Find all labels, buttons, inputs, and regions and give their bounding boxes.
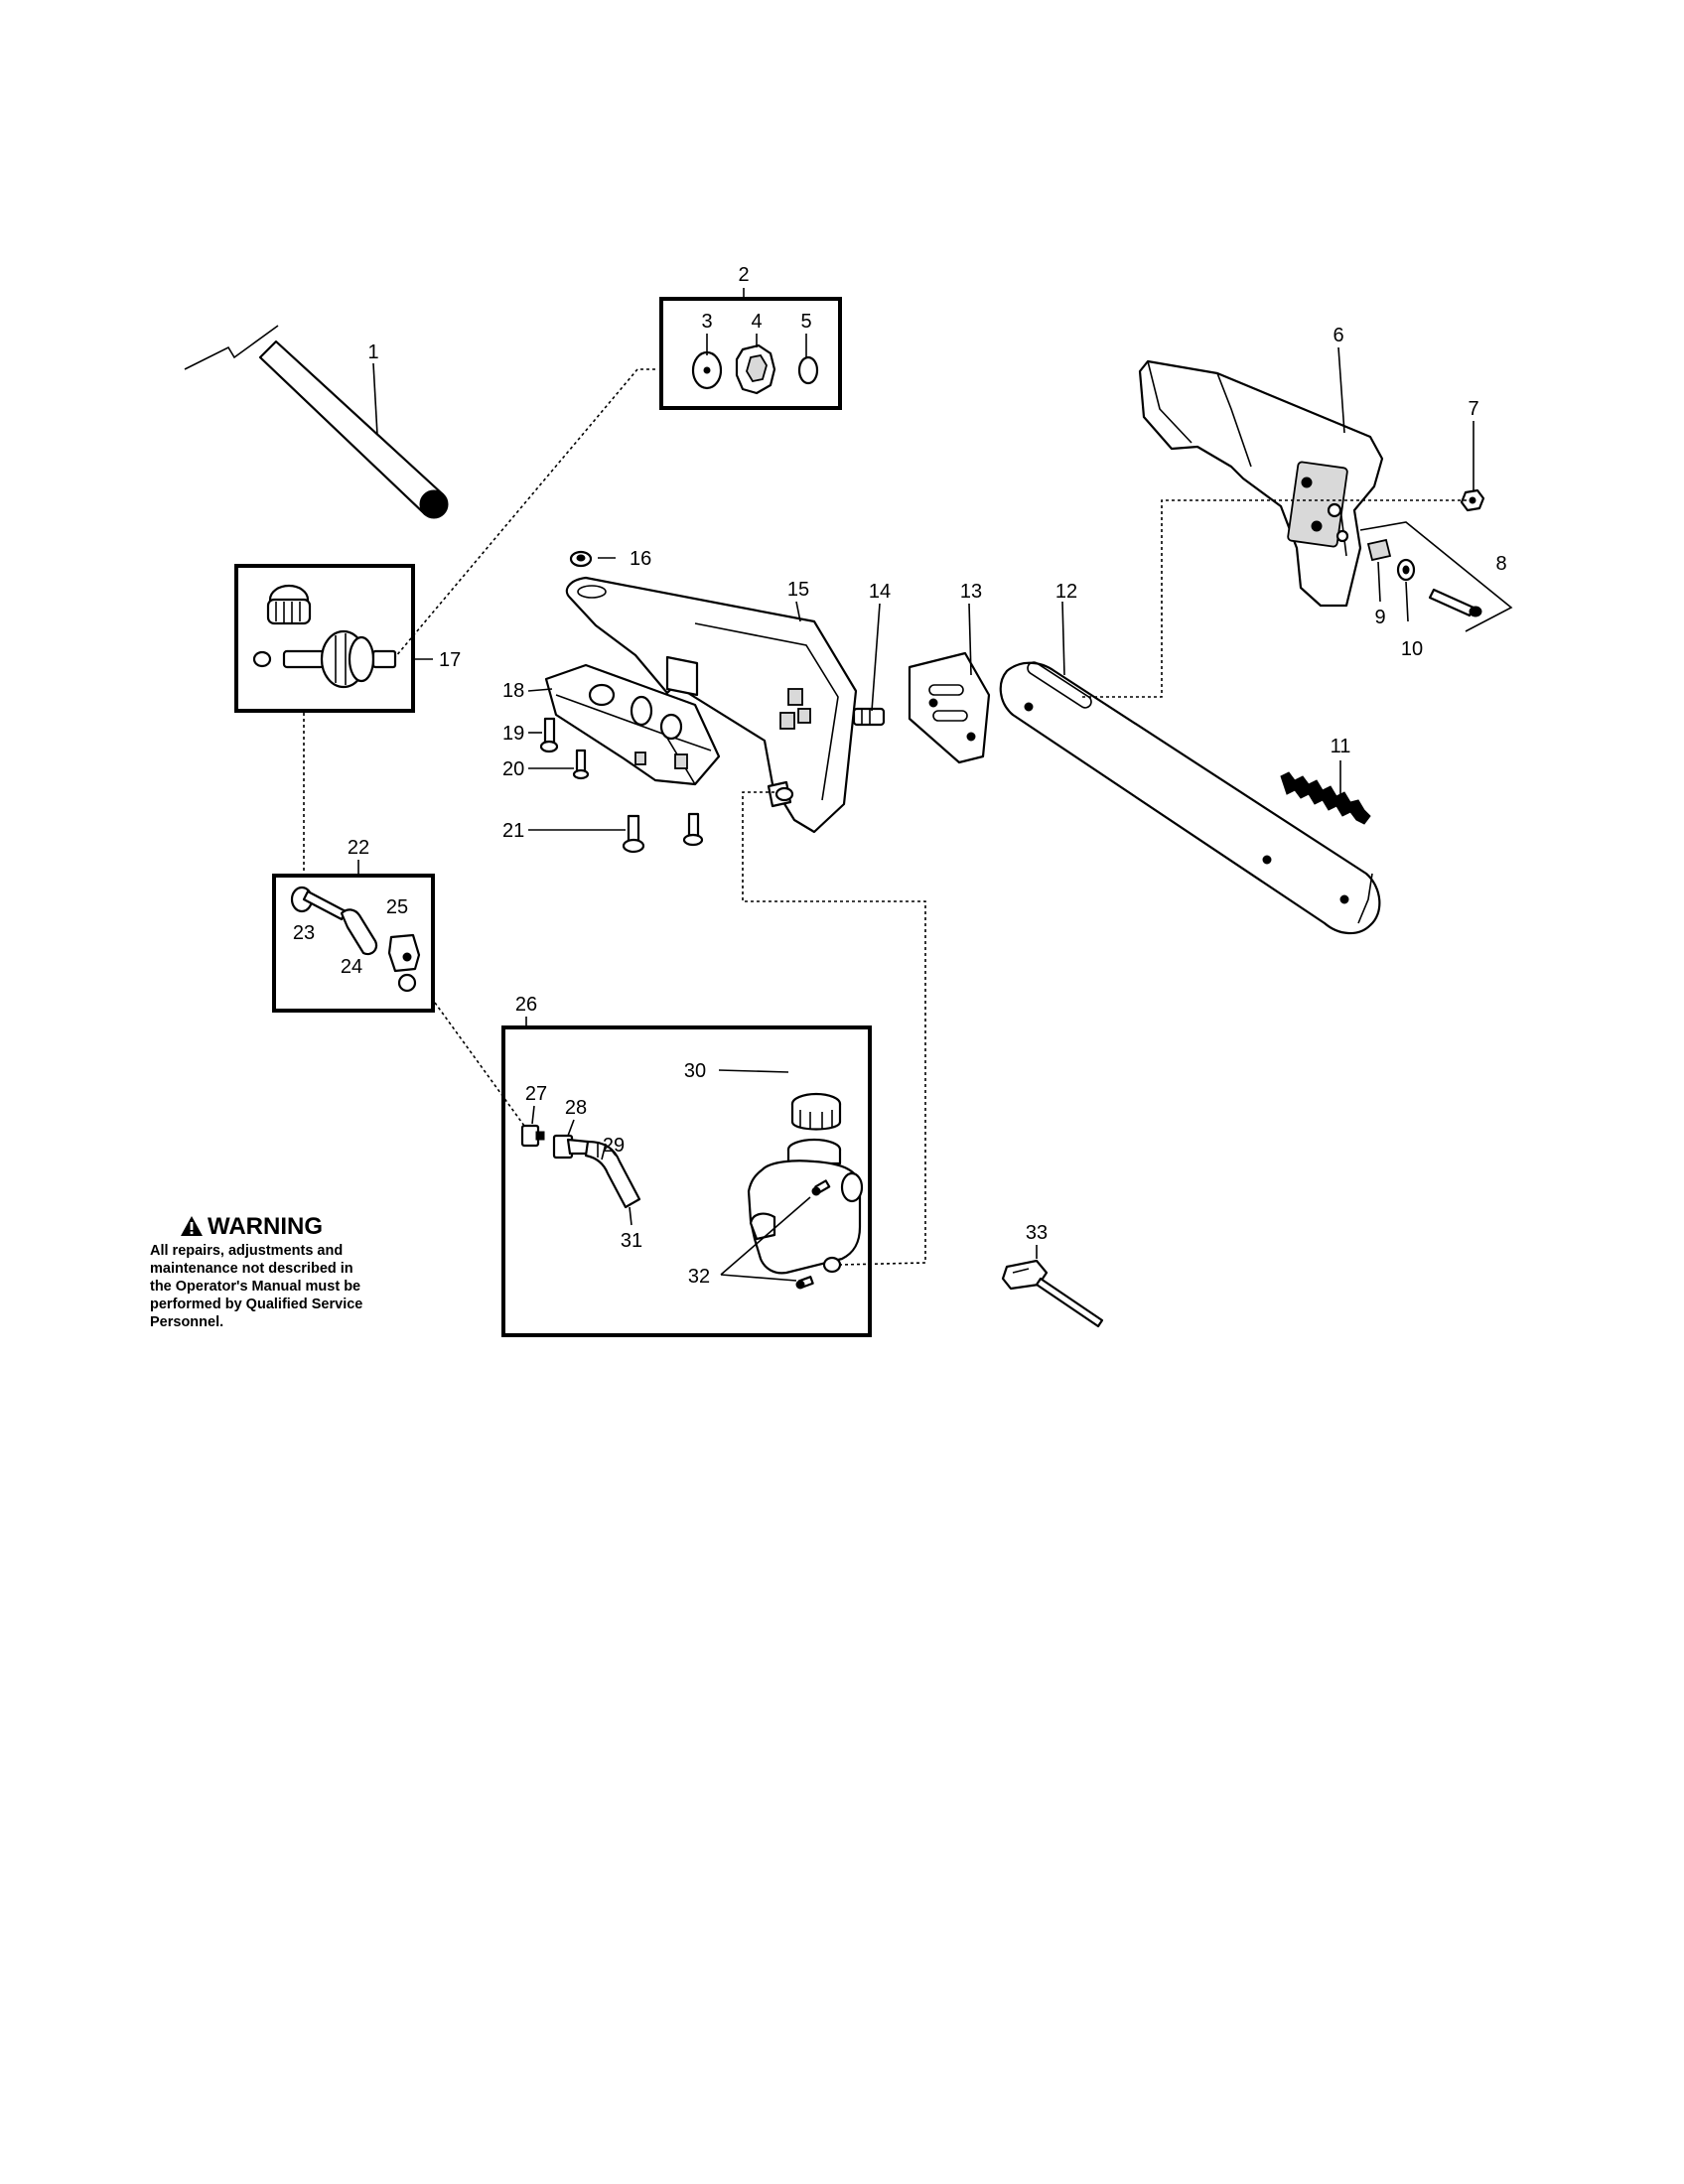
connector-22-26 (434, 1002, 525, 1127)
callout-11: 11 (1331, 736, 1351, 757)
part-housing-18 (544, 663, 721, 786)
callout-33: 33 (1026, 1222, 1048, 1244)
part-washer-10 (1396, 558, 1416, 582)
callout-13: 13 (960, 581, 982, 603)
connector-15-tank (742, 791, 926, 1266)
warning-title-text: WARNING (208, 1213, 323, 1240)
part-clip-5 (797, 355, 819, 385)
connector-12-6 (1082, 499, 1468, 698)
callout-12: 12 (1055, 581, 1077, 603)
callout-26: 26 (515, 994, 537, 1016)
callout-2: 2 (738, 264, 749, 286)
part-wrench-33 (1001, 1259, 1104, 1328)
part-sleeve-24 (340, 908, 378, 956)
callout-3: 3 (701, 311, 712, 333)
warning-body-text: All repairs, adjustments and maintenance… (150, 1243, 363, 1330)
part-guide-bar-12 (999, 661, 1381, 935)
part-fitting-27 (520, 1124, 545, 1148)
callout-9: 9 (1374, 607, 1385, 628)
callout-19: 19 (502, 723, 524, 745)
callout-23: 23 (293, 922, 315, 944)
kit-box-26 (501, 1025, 872, 1337)
part-plate-13 (908, 651, 991, 764)
callout-5: 5 (800, 311, 811, 333)
part-fitting-28 (552, 1134, 590, 1160)
part-screw-20 (572, 749, 590, 780)
part-adjuster-9 (1366, 538, 1392, 562)
callout-15: 15 (787, 579, 809, 601)
part-hose-29 (584, 1140, 641, 1209)
callout-16: 16 (630, 548, 651, 570)
part-screw-19 (539, 717, 559, 753)
part-washer-3 (691, 350, 723, 390)
callout-25: 25 (386, 896, 408, 918)
callout-22: 22 (348, 837, 369, 859)
callout-18: 18 (502, 680, 524, 702)
part-block-25 (387, 933, 421, 993)
kit-box-17 (234, 564, 415, 713)
callout-31: 31 (621, 1230, 642, 1252)
part-shaft-1 (184, 325, 449, 519)
part-cap-30 (790, 1092, 842, 1131)
callout-4: 4 (751, 311, 762, 333)
kit-box-22 (272, 874, 435, 1013)
callout-24: 24 (341, 956, 362, 978)
part-stud-14 (852, 707, 886, 727)
part-cover-15 (565, 576, 858, 834)
callout-20: 20 (502, 758, 524, 780)
callout-28: 28 (565, 1097, 587, 1119)
part-sprocket-4 (735, 343, 776, 395)
part-gear-23 (290, 886, 348, 921)
part-gear-assembly-17 (252, 584, 397, 689)
callout-30: 30 (684, 1060, 706, 1082)
warning-title: WARNING (150, 1214, 408, 1240)
callout-7: 7 (1468, 398, 1478, 420)
callout-14: 14 (869, 581, 891, 603)
callout-21: 21 (502, 820, 524, 842)
part-screw-21 (622, 812, 704, 854)
callout-1: 1 (367, 341, 378, 363)
callout-32: 32 (688, 1266, 710, 1288)
callout-10: 10 (1401, 638, 1423, 660)
warning-triangle-icon (181, 1216, 203, 1236)
warning-notice: WARNING All repairs, adjustments and mai… (150, 1214, 408, 1331)
callout-6: 6 (1333, 325, 1343, 346)
kit-box-2 (659, 297, 842, 410)
callout-29: 29 (603, 1135, 625, 1157)
part-nut-16 (569, 550, 593, 568)
part-chain-11 (1280, 771, 1373, 924)
callout-17: 17 (439, 649, 461, 671)
part-guard-6 (1138, 359, 1384, 608)
part-oil-tank-26 (747, 1138, 864, 1275)
part-screw-32 (795, 1179, 831, 1290)
part-nut-7 (1460, 488, 1485, 512)
part-bolt-8 (1428, 588, 1482, 617)
callout-8: 8 (1495, 553, 1506, 575)
callout-27: 27 (525, 1083, 547, 1105)
connector-2-17 (394, 368, 655, 658)
